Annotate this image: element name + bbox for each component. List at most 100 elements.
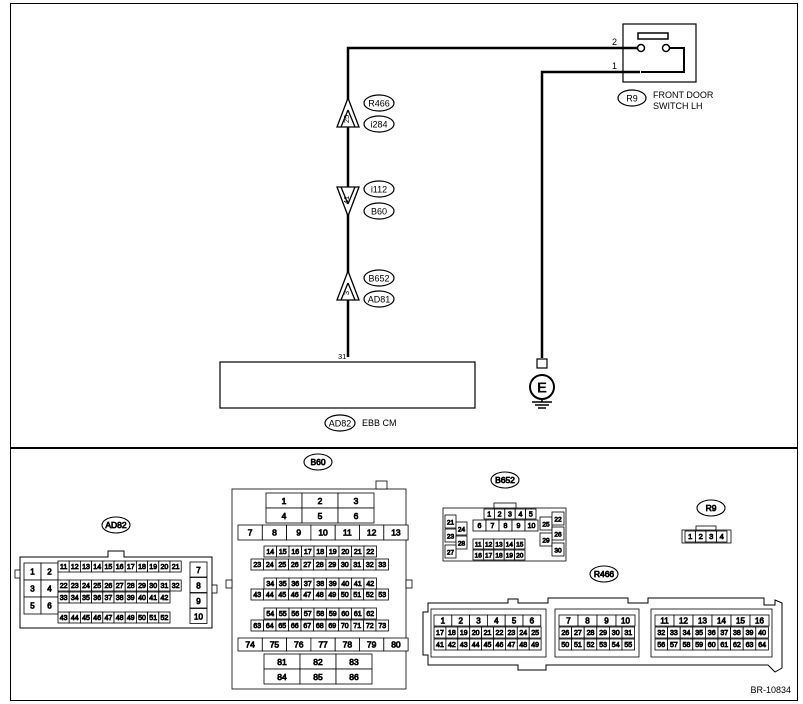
pin-label: 38 bbox=[733, 630, 741, 637]
pin-label: 1 bbox=[487, 511, 491, 518]
pin-label: 47 bbox=[105, 615, 113, 622]
r466-group-outline bbox=[554, 608, 640, 658]
pin-label: 4 bbox=[720, 532, 724, 541]
pin-label: 27 bbox=[116, 583, 124, 590]
pin-label: 52 bbox=[161, 615, 169, 622]
pin-label: 27 bbox=[447, 550, 455, 557]
pin-label: 7 bbox=[491, 523, 495, 530]
pin-cell bbox=[551, 511, 565, 526]
pin-cell bbox=[528, 626, 542, 639]
c2-pin: 41 bbox=[342, 196, 351, 204]
pin-label: 13 bbox=[495, 541, 503, 548]
ad82-label: AD82 bbox=[105, 520, 127, 530]
pin-label: 33 bbox=[670, 630, 678, 637]
pin-label: 25 bbox=[531, 630, 539, 637]
c1-pin: 25 bbox=[342, 115, 351, 123]
pin-label: 19 bbox=[460, 630, 468, 637]
connector-r466-i284: 25 R466 i284 bbox=[336, 94, 395, 133]
pin-label: 11 bbox=[475, 541, 482, 548]
pin-cell bbox=[189, 577, 208, 593]
pin-cell bbox=[525, 508, 537, 520]
ad82-latch bbox=[211, 584, 218, 594]
pin-label: 3 bbox=[709, 532, 713, 541]
pin-label: 52 bbox=[587, 642, 595, 649]
b60-latch bbox=[405, 579, 413, 589]
r466-label: R466 bbox=[594, 569, 615, 579]
pin-label: 71 bbox=[353, 623, 361, 630]
pin-label: 30 bbox=[612, 630, 620, 637]
b60-label: B60 bbox=[310, 457, 325, 467]
pin-label: 20 bbox=[472, 630, 480, 637]
pin-cell bbox=[40, 596, 59, 615]
pin-label: 29 bbox=[542, 538, 550, 545]
pin-cell bbox=[539, 532, 553, 547]
pin-label: 43 bbox=[253, 592, 261, 599]
pin-label: 62 bbox=[733, 642, 741, 649]
pin-label: 20 bbox=[341, 549, 349, 556]
pin-label: 48 bbox=[116, 615, 124, 622]
pin-cell bbox=[169, 560, 182, 573]
pin-cell bbox=[514, 538, 526, 550]
pin-label: 22 bbox=[554, 517, 562, 524]
pin-label: 35 bbox=[695, 630, 703, 637]
pin-label: 31 bbox=[624, 630, 632, 637]
pin-label: 11 bbox=[60, 564, 67, 571]
pin-label: 38 bbox=[316, 581, 324, 588]
switch-code: R9 bbox=[626, 94, 638, 104]
pin-cell bbox=[169, 579, 182, 592]
pin-label: 37 bbox=[720, 630, 728, 637]
pin-label: 33 bbox=[378, 562, 386, 569]
pin-label: 21 bbox=[484, 630, 492, 637]
pin-label: 27 bbox=[574, 630, 582, 637]
pin-cell bbox=[375, 619, 389, 632]
pin-label: 20 bbox=[516, 552, 524, 559]
pin-label: 9 bbox=[517, 523, 521, 530]
pin-label: 17 bbox=[304, 549, 312, 556]
pin-label: 54 bbox=[612, 642, 620, 649]
switch-name-line1: FRONT DOOR bbox=[653, 90, 714, 100]
pin-label: 39 bbox=[746, 630, 754, 637]
pin-label: 38 bbox=[116, 595, 124, 602]
c2-top-code: i112 bbox=[371, 185, 387, 195]
pin-label: 85 bbox=[313, 672, 323, 682]
pin-label: 61 bbox=[720, 642, 728, 649]
pin-label: 54 bbox=[266, 611, 274, 618]
pin-label: 14 bbox=[266, 549, 274, 556]
pin-label: 47 bbox=[303, 592, 311, 599]
c3-pin: 3 bbox=[342, 291, 351, 295]
pin-label: 51 bbox=[574, 642, 582, 649]
pin-label: 32 bbox=[657, 630, 665, 637]
pin-label: 10 bbox=[194, 613, 203, 622]
connector-i112-b60: 41 i112 B60 bbox=[336, 180, 395, 220]
pin-cell bbox=[514, 549, 526, 561]
r9-key bbox=[695, 525, 717, 531]
pin-label: 5 bbox=[30, 602, 35, 611]
pin-cell bbox=[363, 545, 377, 558]
pin-label: 39 bbox=[329, 581, 337, 588]
pin-label: 46 bbox=[496, 642, 504, 649]
pin-label: 81 bbox=[277, 657, 287, 667]
pin-label: 11 bbox=[660, 616, 669, 625]
connector-b652-ad81: 3 B652 AD81 bbox=[336, 269, 395, 308]
pin-label: 8 bbox=[585, 616, 590, 625]
pin-label: 7 bbox=[248, 527, 253, 537]
pin-label: 6 bbox=[478, 523, 482, 530]
pin-label: 40 bbox=[758, 630, 766, 637]
pin-label: 40 bbox=[341, 581, 349, 588]
pin-label: 50 bbox=[341, 592, 349, 599]
pin-label: 17 bbox=[127, 564, 135, 571]
pin-label: 57 bbox=[670, 642, 678, 649]
pin-label: 67 bbox=[303, 623, 311, 630]
pin-label: 18 bbox=[448, 630, 456, 637]
pin-label: 58 bbox=[316, 611, 324, 618]
pin-label: 78 bbox=[343, 639, 353, 649]
pin-label: 42 bbox=[366, 581, 374, 588]
pin-label: 44 bbox=[71, 615, 79, 622]
pin-label: 69 bbox=[328, 623, 336, 630]
b60-latch bbox=[225, 579, 233, 589]
pin-label: 20 bbox=[161, 564, 169, 571]
pin-label: 58 bbox=[683, 642, 691, 649]
pin-label: 4 bbox=[494, 616, 499, 625]
pin-label: 1 bbox=[441, 616, 446, 625]
